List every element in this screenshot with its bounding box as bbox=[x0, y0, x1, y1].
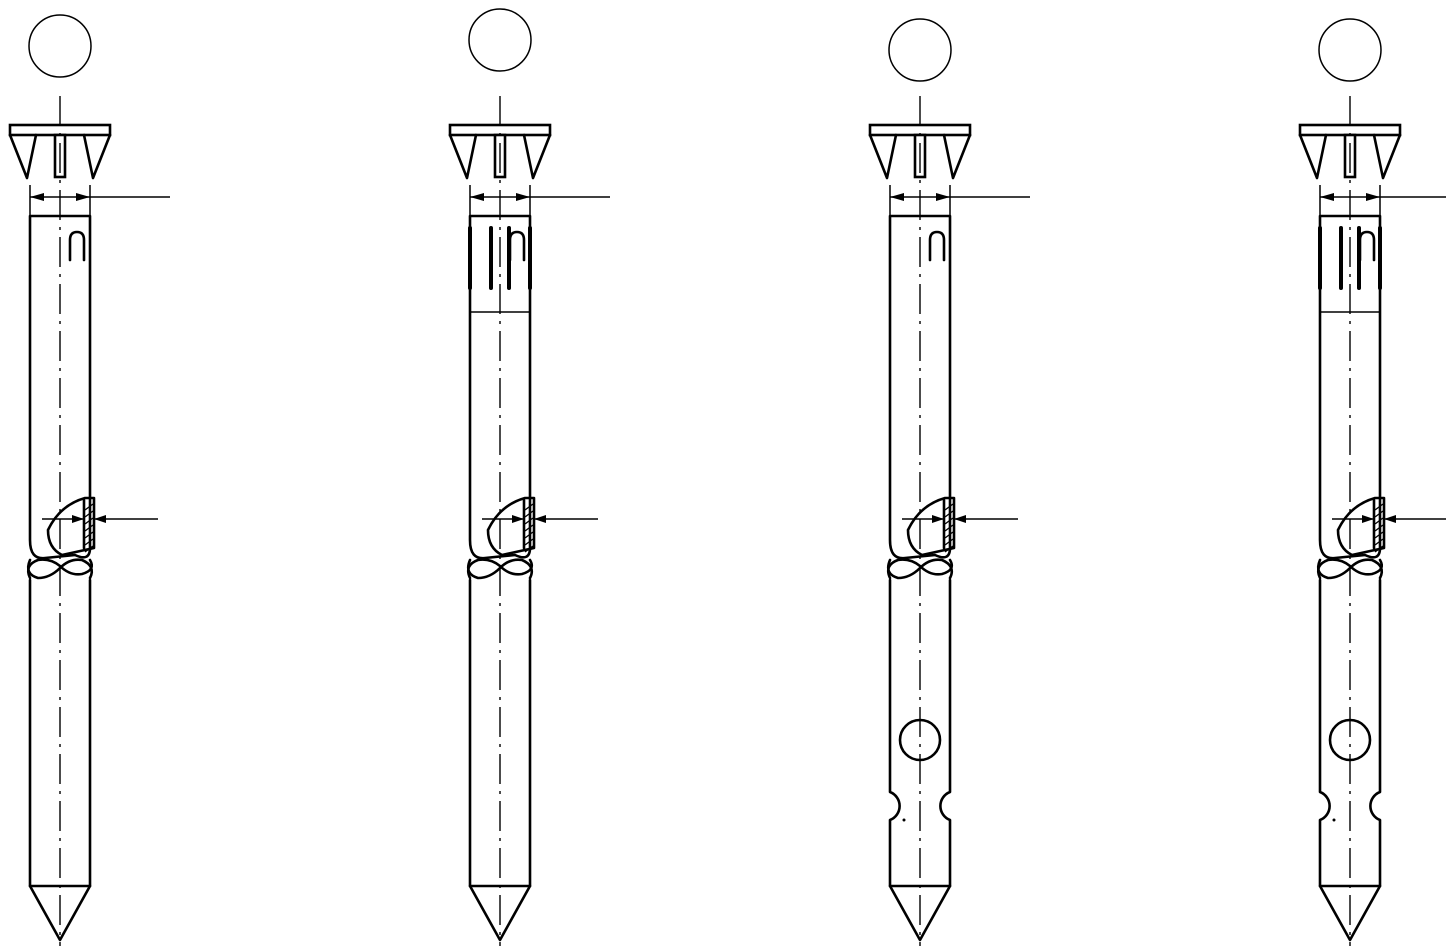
cap-prong-left bbox=[8, 133, 38, 180]
weld-hatch-3 bbox=[944, 517, 954, 525]
dim-a-arrow-right bbox=[1384, 515, 1396, 523]
weld-hatch-5 bbox=[1374, 531, 1384, 539]
weld-hatch-7 bbox=[944, 545, 954, 553]
weld-hatch-1 bbox=[944, 503, 954, 511]
lower-shaft bbox=[468, 578, 532, 942]
dim-a-arrow-left bbox=[72, 515, 84, 523]
dim-a-arrow-right bbox=[954, 515, 966, 523]
weld-hatch-2 bbox=[1374, 510, 1384, 518]
weld-hatch-6 bbox=[1374, 538, 1384, 546]
dim-a-arrow-left bbox=[932, 515, 944, 523]
pin-figure-2 bbox=[448, 8, 610, 946]
lower-shaft bbox=[1318, 578, 1382, 942]
upper-shaft bbox=[468, 214, 532, 560]
weld-hatch-1 bbox=[84, 503, 94, 511]
dim-d-arrow-right bbox=[516, 193, 530, 201]
lower-shaft bbox=[28, 578, 92, 942]
dim-d-arrow-left bbox=[30, 193, 44, 201]
cap-prong-left bbox=[868, 133, 898, 180]
hook-mark bbox=[1358, 230, 1376, 262]
weld-hatch-2 bbox=[944, 510, 954, 518]
hook-mark bbox=[68, 230, 86, 262]
weld-hatch-3 bbox=[84, 517, 94, 525]
figure-number-circle bbox=[888, 18, 952, 82]
weld-seam bbox=[906, 496, 956, 557]
weld-hatch-6 bbox=[84, 538, 94, 546]
pin-figure-1 bbox=[8, 14, 170, 946]
dim-a-arrow-left bbox=[512, 515, 524, 523]
center-mark bbox=[902, 818, 906, 822]
dim-d-arrow-right bbox=[1366, 193, 1380, 201]
hook-mark bbox=[928, 230, 946, 262]
weld-seam bbox=[1336, 496, 1386, 557]
dim-d-arrow-left bbox=[890, 193, 904, 201]
cap-prong-left bbox=[448, 133, 478, 180]
dim-a-arrow-left bbox=[1362, 515, 1374, 523]
weld-hatch-2 bbox=[524, 510, 534, 518]
pin-figure-4 bbox=[1298, 18, 1446, 946]
weld-hatch-4 bbox=[944, 524, 954, 532]
dim-d-arrow-left bbox=[470, 193, 484, 201]
dim-a-arrow-right bbox=[94, 515, 106, 523]
figure-number-circle bbox=[468, 8, 532, 72]
weld-seam bbox=[46, 496, 96, 557]
weld-hatch-3 bbox=[1374, 517, 1384, 525]
lower-shaft bbox=[888, 578, 952, 942]
weld-hatch-4 bbox=[84, 524, 94, 532]
weld-seam bbox=[486, 496, 536, 557]
cap-prong-right bbox=[1372, 133, 1402, 180]
weld-hatch-2 bbox=[84, 510, 94, 518]
hook-mark bbox=[508, 230, 526, 262]
weld-hatch-5 bbox=[84, 531, 94, 539]
upper-shaft bbox=[888, 214, 952, 560]
weld-hatch-5 bbox=[524, 531, 534, 539]
upper-shaft bbox=[28, 214, 92, 560]
cap-prong-right bbox=[942, 133, 972, 180]
weld-hatch-6 bbox=[944, 538, 954, 546]
figure-number-circle bbox=[1318, 18, 1382, 82]
cap-prong-right bbox=[522, 133, 552, 180]
weld-hatch-1 bbox=[1374, 503, 1384, 511]
weld-hatch-6 bbox=[524, 538, 534, 546]
figure-number-circle bbox=[28, 14, 92, 78]
cap-prong-right bbox=[82, 133, 112, 180]
weld-hatch-4 bbox=[524, 524, 534, 532]
weld-hatch-5 bbox=[944, 531, 954, 539]
dim-d-arrow-left bbox=[1320, 193, 1334, 201]
upper-shaft bbox=[1318, 214, 1382, 560]
weld-hatch-4 bbox=[1374, 524, 1384, 532]
center-mark bbox=[1332, 818, 1336, 822]
weld-hatch-7 bbox=[524, 545, 534, 553]
pin-figure-3 bbox=[868, 18, 1030, 946]
cap-prong-left bbox=[1298, 133, 1328, 180]
weld-hatch-7 bbox=[1374, 545, 1384, 553]
dim-a-arrow-right bbox=[534, 515, 546, 523]
weld-hatch-1 bbox=[524, 503, 534, 511]
weld-hatch-7 bbox=[84, 545, 94, 553]
dim-d-arrow-right bbox=[936, 193, 950, 201]
weld-hatch-3 bbox=[524, 517, 534, 525]
dim-d-arrow-right bbox=[76, 193, 90, 201]
